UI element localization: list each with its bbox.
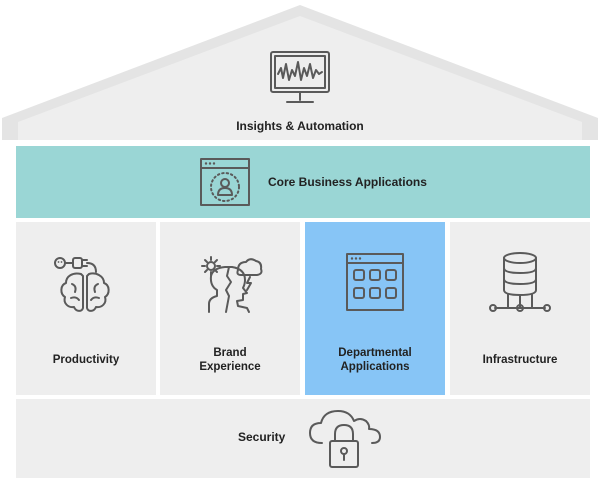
pillar-infrastructure: Infrastructure	[450, 222, 590, 395]
monitor-waveform-icon	[270, 51, 330, 103]
head-weather-icon	[201, 256, 263, 313]
roof-label: Insights & Automation	[236, 119, 364, 133]
security-foundation: Security	[16, 399, 590, 478]
security-label: Security	[238, 430, 286, 444]
browser-user-icon	[200, 158, 250, 206]
pillar-label: Infrastructure	[482, 354, 558, 366]
cloud-lock-icon	[309, 410, 381, 468]
brain-plug-icon	[54, 257, 110, 312]
database-network-icon	[489, 252, 551, 312]
core-band: Core Business Applications	[16, 146, 590, 218]
pillar-productivity: Productivity	[16, 222, 156, 395]
core-label: Core Business Applications	[268, 175, 427, 189]
app-grid-window-icon	[346, 253, 404, 311]
pillar-label: Productivity	[52, 354, 120, 366]
